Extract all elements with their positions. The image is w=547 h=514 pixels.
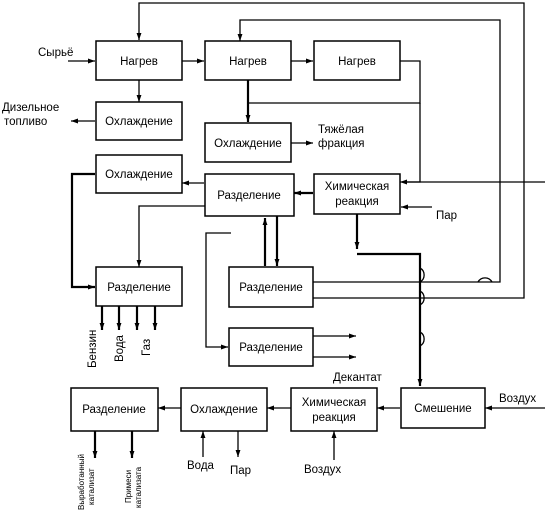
label-spent-catalyst-2: катализат — [87, 468, 96, 505]
chemical-reaction-1-line1: Химическая — [325, 181, 389, 193]
cool-block-bottom-label: Охлаждение — [190, 404, 258, 416]
heat-block-2-label: Нагрев — [229, 56, 267, 68]
separation-mid-2-label: Разделение — [239, 342, 303, 354]
heat-block-1-label: Нагрев — [120, 56, 158, 68]
heat-block-1: Нагрев — [95, 40, 183, 81]
chemical-reaction-1-line2: реакция — [335, 196, 378, 208]
label-diesel-2: топливо — [4, 116, 47, 128]
separation-bottom-label: Разделение — [82, 404, 146, 416]
label-impurities-1: Примеси — [124, 470, 133, 503]
label-steam-top: Пар — [436, 210, 457, 222]
cool-block-2: Охлаждение — [204, 122, 292, 163]
separation-bottom: Разделение — [70, 387, 159, 432]
label-water-bottom: Вода — [187, 460, 215, 472]
cool-block-3-label: Охлаждение — [105, 169, 173, 181]
label-steam-bottom: Пар — [230, 465, 251, 477]
chemical-reaction-2-line2: реакция — [312, 412, 355, 424]
mixing-block: Смешение — [400, 387, 486, 429]
chemical-reaction-1: Химическая реакция — [313, 173, 401, 215]
label-gas: Газ — [141, 339, 153, 356]
label-diesel-1: Дизельное — [2, 102, 59, 114]
heat-block-2: Нагрев — [204, 40, 292, 81]
label-water-left: Вода — [114, 334, 126, 362]
label-decantate: Декантат — [333, 372, 382, 384]
heat-block-3-label: Нагрев — [338, 56, 376, 68]
label-air-bottom: Воздух — [304, 464, 341, 476]
label-impurities-2: катализата — [134, 466, 143, 508]
label-raw: Сырьё — [38, 47, 73, 59]
connectors — [68, 2, 545, 460]
heat-block-3: Нагрев — [313, 40, 401, 81]
cool-block-1-label: Охлаждение — [105, 116, 173, 128]
label-heavy-2: фракция — [318, 138, 365, 150]
separation-left-label: Разделение — [107, 282, 171, 294]
separation-left: Разделение — [95, 266, 183, 307]
cool-block-1: Охлаждение — [95, 101, 183, 141]
label-heavy-1: Тяжёлая — [318, 124, 364, 136]
cool-block-3: Охлаждение — [95, 154, 183, 194]
mixing-block-label: Смешение — [414, 403, 471, 415]
label-air-right: Воздух — [499, 393, 536, 405]
separation-main-label: Разделение — [217, 190, 281, 202]
cool-block-2-label: Охлаждение — [214, 138, 282, 150]
separation-mid-1-label: Разделение — [239, 282, 303, 294]
separation-mid-2: Разделение — [228, 327, 314, 367]
separation-main: Разделение — [204, 173, 295, 217]
cool-block-bottom: Охлаждение — [180, 387, 268, 432]
label-gasoline: Бензин — [87, 330, 99, 368]
separation-mid-1: Разделение — [228, 266, 314, 308]
process-blocks: Нагрев Нагрев Нагрев Охлаждение Охлажден… — [70, 40, 486, 432]
stream-labels: Сырьё Дизельное топливо Тяжёлая фракция … — [2, 47, 536, 510]
chemical-reaction-2-line1: Химическая — [302, 397, 366, 409]
chemical-reaction-2: Химическая реакция — [290, 387, 378, 432]
label-spent-catalyst-1: Выработанный — [77, 454, 86, 510]
